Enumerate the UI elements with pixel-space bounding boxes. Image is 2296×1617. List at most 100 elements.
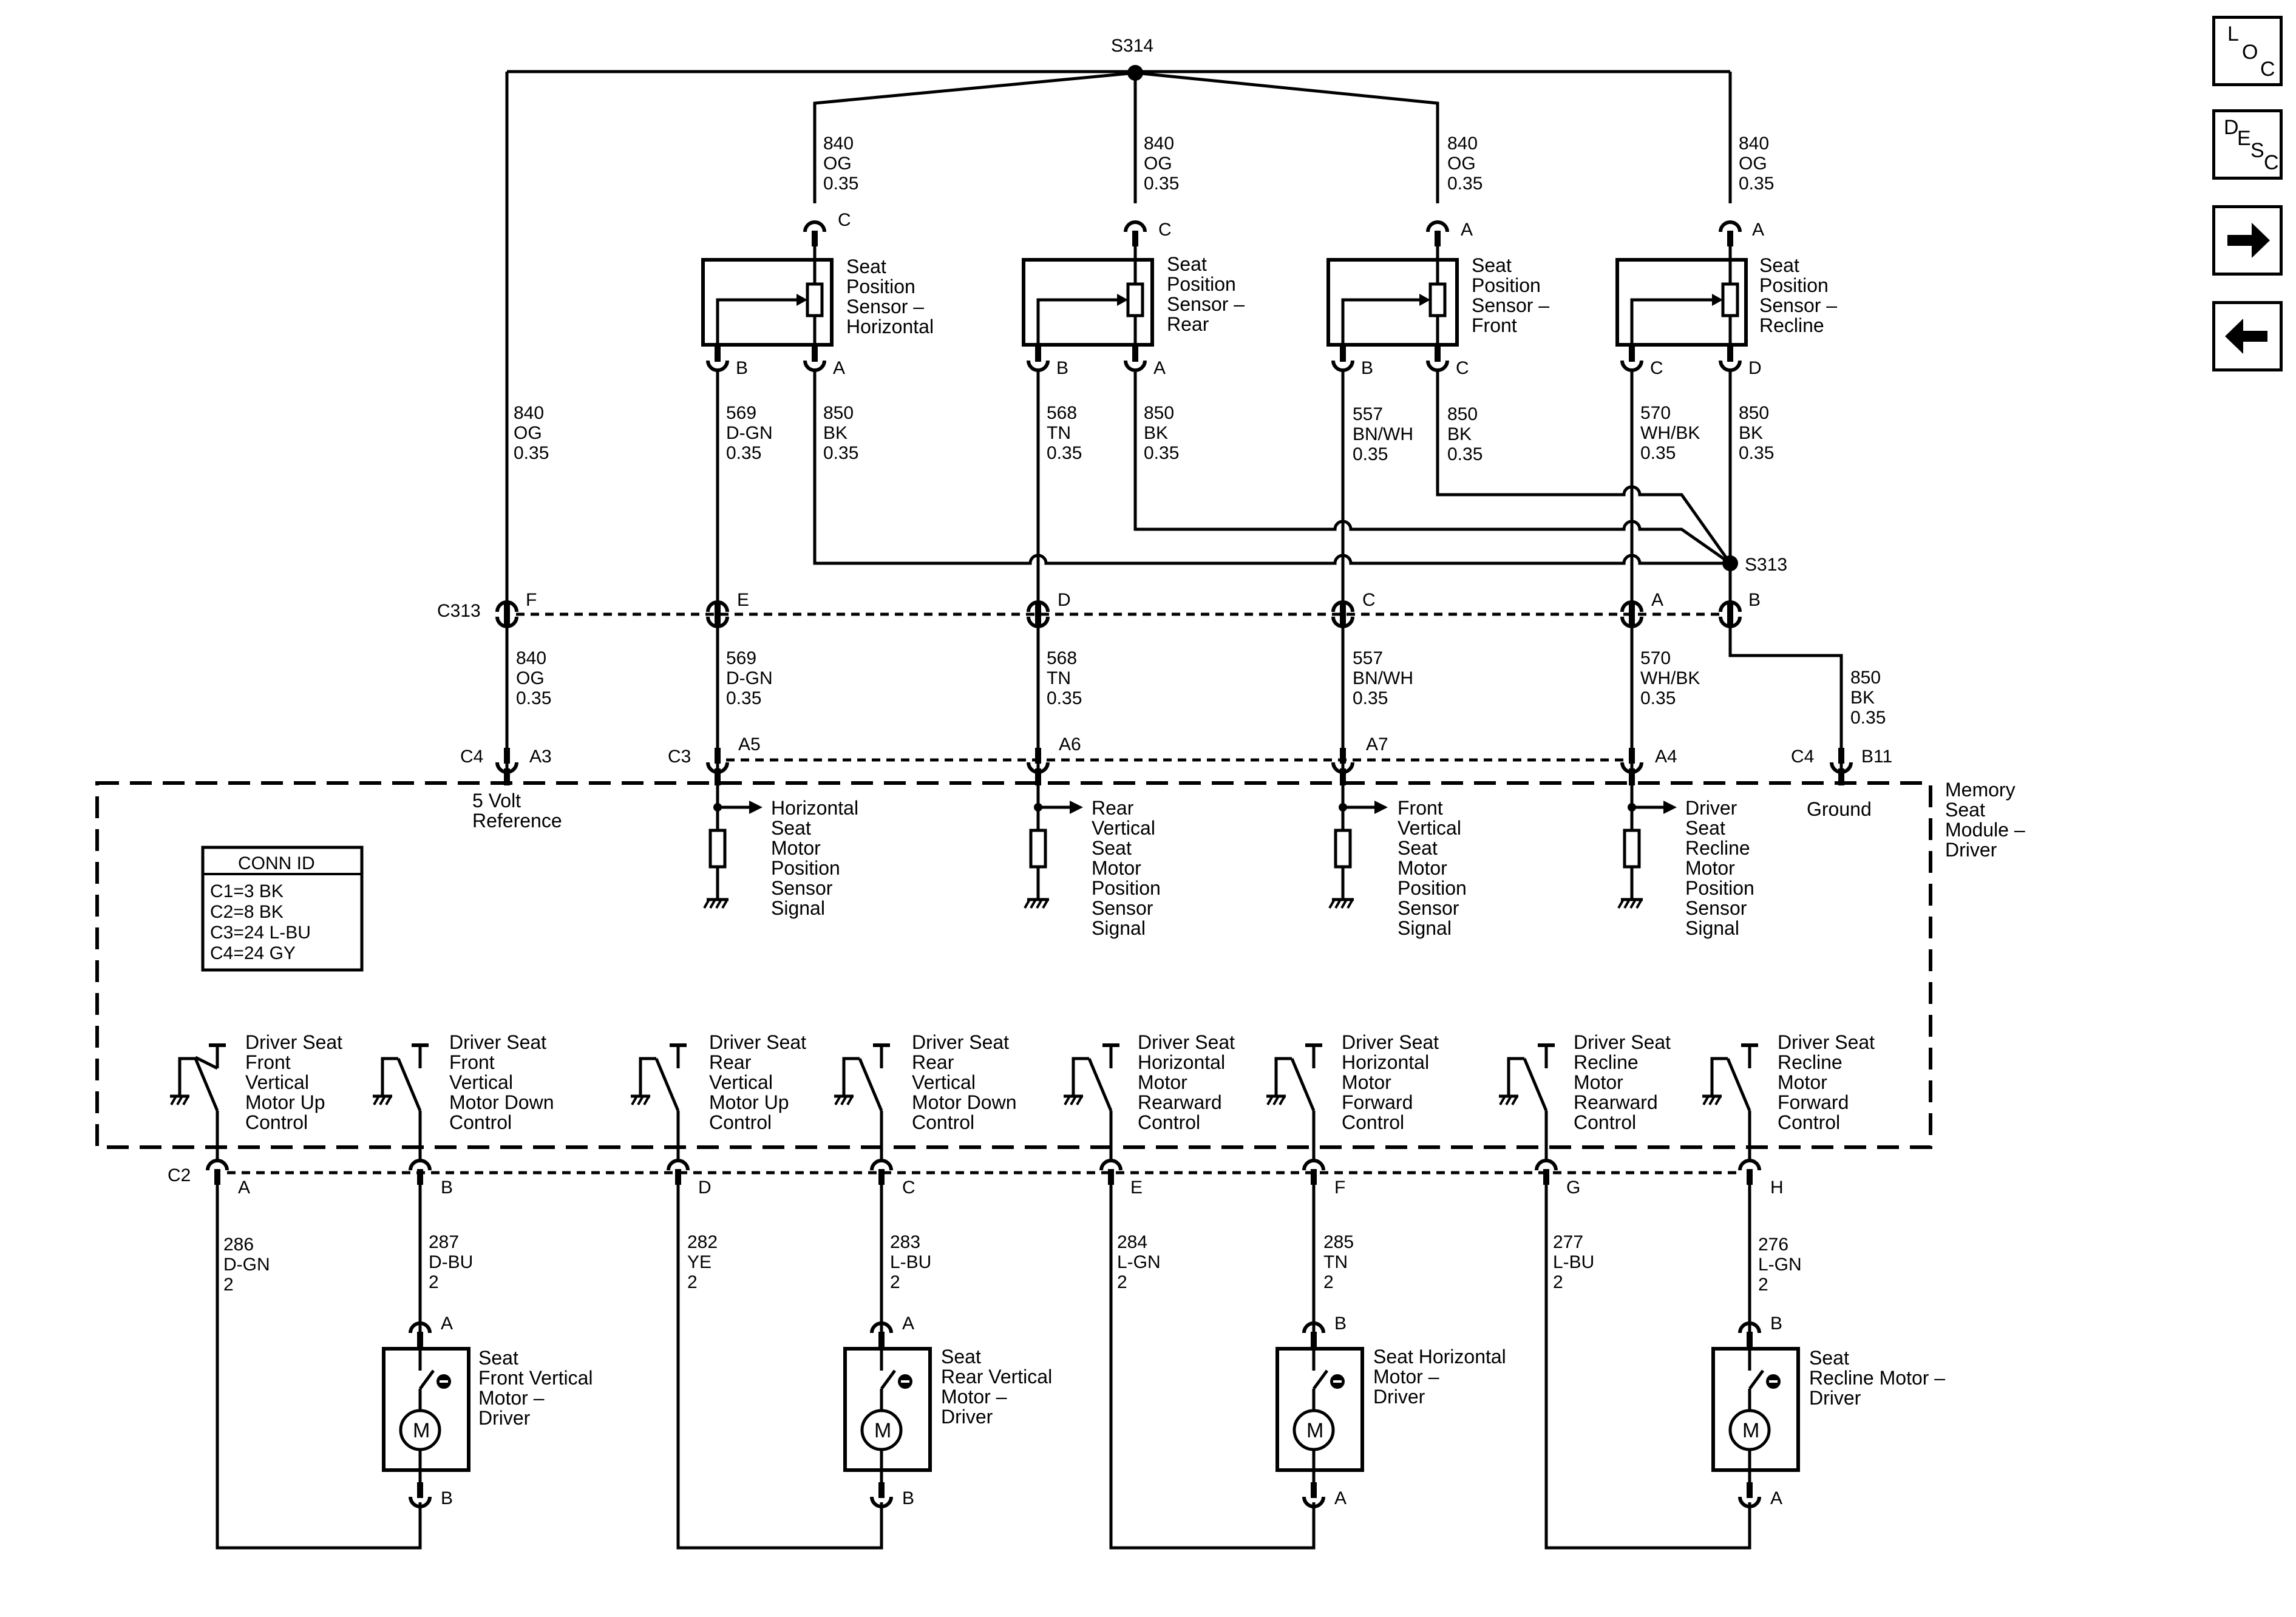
sensor-front bbox=[1326, 222, 1459, 370]
sensor-recline bbox=[1615, 222, 1748, 370]
wire-circuit: 850 bbox=[1739, 403, 1769, 423]
motor-label: Seat bbox=[1809, 1347, 1849, 1369]
motor-symbol: M bbox=[1742, 1419, 1759, 1442]
c2-name: C2 bbox=[168, 1165, 191, 1185]
wire-circuit: 850 bbox=[1144, 403, 1174, 423]
signal-labels: Horizontal Seat Motor Position Sensor Si… bbox=[771, 797, 1754, 939]
signal-label: Vertical bbox=[1092, 817, 1155, 839]
control-label: Motor Up bbox=[709, 1091, 789, 1113]
pin-label: C bbox=[1456, 358, 1469, 378]
motor-rear-vertical: M bbox=[843, 1323, 932, 1507]
splice-s313-dot bbox=[1722, 555, 1738, 571]
signal-input-horizontal bbox=[704, 801, 763, 908]
pin-label: A bbox=[1334, 1488, 1347, 1508]
wire-color: OG bbox=[823, 154, 852, 174]
control-label: Motor bbox=[1574, 1071, 1623, 1093]
signal-label: Seat bbox=[1398, 837, 1438, 859]
sensor-label: Sensor – bbox=[1759, 294, 1837, 316]
pin-label: E bbox=[1130, 1178, 1143, 1198]
signal-label: Sensor bbox=[1685, 897, 1747, 919]
motor-label: Motor – bbox=[478, 1387, 545, 1409]
wire-color: WH/BK bbox=[1640, 423, 1700, 443]
sensor-rear bbox=[1022, 222, 1154, 370]
next-button[interactable] bbox=[2212, 205, 2283, 276]
wire-gauge: 0.35 bbox=[516, 688, 551, 708]
wire-color: BK bbox=[1447, 424, 1472, 444]
signal-label: Rear bbox=[1092, 797, 1134, 819]
wire-color: BK bbox=[1144, 423, 1168, 443]
pin-label: C bbox=[838, 210, 851, 230]
desc-letter: S bbox=[2250, 139, 2264, 162]
upper-wire-labels: 840 OG 0.35 840 OG 0.35 840 OG 0.35 840 … bbox=[514, 134, 1774, 464]
switch-recline-forward bbox=[1710, 1043, 1758, 1161]
wire-gauge: 0.35 bbox=[1850, 708, 1886, 728]
signal-input-rear bbox=[1025, 801, 1083, 908]
signal-label: Seat bbox=[1685, 817, 1725, 839]
sensor-label: Recline bbox=[1759, 314, 1824, 336]
pin-label: A bbox=[902, 1314, 914, 1334]
signal-label: Motor bbox=[1685, 857, 1735, 879]
wire-circuit: 570 bbox=[1640, 403, 1671, 423]
sensor-label: Rear bbox=[1167, 313, 1209, 335]
signal-label: Sensor bbox=[771, 877, 833, 899]
wire-circuit: 286 bbox=[223, 1235, 254, 1255]
wire-gauge: 0.35 bbox=[726, 688, 761, 708]
control-label: Front bbox=[245, 1051, 291, 1073]
signal-label: Motor bbox=[1398, 857, 1447, 879]
wire-color: YE bbox=[687, 1252, 712, 1272]
desc-button[interactable]: D E S C bbox=[2212, 109, 2283, 180]
wire-color: TN bbox=[1323, 1252, 1348, 1272]
pin-label: C bbox=[902, 1178, 915, 1198]
wire-gauge: 0.35 bbox=[1047, 443, 1082, 463]
wire-color: L-GN bbox=[1117, 1252, 1161, 1272]
control-label: Motor bbox=[1342, 1071, 1391, 1093]
ref-label: 5 Volt bbox=[472, 790, 521, 812]
pin-label: A bbox=[1461, 220, 1473, 240]
wire-color: TN bbox=[1047, 668, 1071, 688]
conn-id-table: CONN ID C1=3 BK C2=8 BK C3=24 L-BU C4=24… bbox=[201, 846, 364, 972]
wire-850-front bbox=[1436, 370, 1732, 564]
wire-circuit: 840 bbox=[516, 648, 546, 668]
control-label: Driver Seat bbox=[1138, 1031, 1235, 1053]
wire-color: D-BU bbox=[429, 1252, 473, 1272]
motor-symbol: M bbox=[413, 1419, 430, 1442]
pin-label: H bbox=[1770, 1178, 1784, 1198]
conn-id-row: C4=24 GY bbox=[210, 943, 296, 963]
motor-label: Seat bbox=[941, 1346, 981, 1368]
motor-recline: M bbox=[1711, 1323, 1800, 1507]
loc-letter: O bbox=[2242, 41, 2258, 64]
conn-id-row: C1=3 BK bbox=[210, 881, 284, 901]
wire-286-loop bbox=[216, 1173, 422, 1550]
sensor-label: Position bbox=[846, 276, 915, 297]
wire-circuit: 557 bbox=[1353, 648, 1383, 668]
splice-s314-dot bbox=[1127, 65, 1143, 81]
lower-wire-labels: 840 OG 0.35 569 D-GN 0.35 568 TN 0.35 55… bbox=[516, 648, 1886, 728]
prev-button[interactable] bbox=[2212, 301, 2283, 371]
wire-gauge: 2 bbox=[1553, 1272, 1563, 1292]
pin-label: A bbox=[441, 1314, 453, 1334]
signal-input-front bbox=[1330, 801, 1388, 908]
sensor-label: Seat bbox=[1472, 254, 1512, 276]
conn-id-title: CONN ID bbox=[238, 853, 315, 873]
loc-letter: L bbox=[2227, 22, 2239, 46]
c313-labels: C313 F E D C A B bbox=[437, 590, 1761, 621]
connector-label: C4 bbox=[1791, 747, 1814, 767]
wire-circuit: 850 bbox=[823, 403, 854, 423]
control-label: Driver Seat bbox=[449, 1031, 546, 1053]
wire-color: BN/WH bbox=[1353, 668, 1413, 688]
pin-label: A bbox=[1153, 358, 1166, 378]
wire-circuit: 277 bbox=[1553, 1232, 1583, 1252]
signal-label: Front bbox=[1398, 797, 1443, 819]
wire-850-horizontal bbox=[813, 370, 1730, 565]
signal-label: Recline bbox=[1685, 837, 1750, 859]
desc-letter: C bbox=[2264, 151, 2279, 174]
wire-850-rear bbox=[1133, 370, 1731, 565]
desc-letter: E bbox=[2237, 127, 2251, 150]
pin-label: B bbox=[441, 1178, 453, 1198]
signal-label: Horizontal bbox=[771, 797, 858, 819]
loc-button[interactable]: L O C bbox=[2212, 16, 2283, 86]
signal-label: Sensor bbox=[1398, 897, 1459, 919]
sensor-label: Position bbox=[1167, 273, 1236, 295]
sensor-name-labels: Seat Position Sensor – Horizontal Seat P… bbox=[846, 253, 1837, 337]
control-switches bbox=[178, 1043, 1758, 1161]
